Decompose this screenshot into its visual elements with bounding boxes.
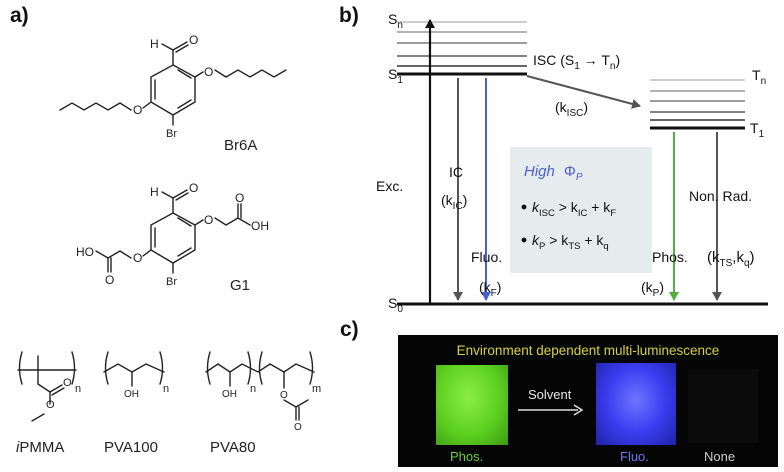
singlet-upper-levels <box>397 21 527 67</box>
sample-fluo-label: Fluo. <box>620 449 649 464</box>
level-t1-label: T1 <box>750 120 765 140</box>
br6a-br: Br <box>166 128 177 140</box>
pva80-name: PVA80 <box>210 439 256 456</box>
g1-carbonyl-o-right: O <box>235 191 244 205</box>
g1-name: G1 <box>230 277 250 294</box>
br6a-structure <box>59 41 287 126</box>
g1-acid-oh: OH <box>251 219 269 233</box>
k-ic-label: (kIC) <box>441 192 467 212</box>
pva100-structure <box>103 351 165 387</box>
panel-b-label: b) <box>339 4 359 27</box>
solvent-arrow <box>518 404 584 416</box>
photo-title: Environment dependent multi-luminescence <box>456 343 720 358</box>
ipmma-repeat-n: n <box>75 383 81 395</box>
g1-aldehyde-o: O <box>189 181 198 195</box>
g1-structure <box>95 189 251 274</box>
sample-fluo <box>596 363 676 445</box>
br6a-ether-o-right: O <box>204 65 213 79</box>
ipmma-structure <box>17 351 77 422</box>
box-condition-2: kP > kTS + kq <box>532 232 609 252</box>
pva100-name: PVA100 <box>104 439 158 456</box>
luminescence-photo: Environment dependent multi-luminescence… <box>398 335 778 467</box>
br6a-ether-o-left: O <box>133 103 142 117</box>
sample-none-label: None <box>704 449 736 464</box>
phos-label: Phos. <box>652 249 688 265</box>
sample-phos <box>436 365 508 445</box>
panel-a-structures: H O O O Br Br6A H O O O OH O HO O Br G1 … <box>16 33 321 456</box>
pva100-oh: OH <box>124 389 139 400</box>
br6a-aldehyde-o: O <box>189 33 198 47</box>
ipmma-name: iPMMA <box>16 439 64 456</box>
ipmma-ester-o: O <box>46 399 55 411</box>
sample-phos-label: Phos. <box>450 449 484 464</box>
br6a-aldehyde-h: H <box>150 37 159 51</box>
box-bullet-1 <box>521 204 527 210</box>
pva100-repeat-n: n <box>163 383 169 395</box>
sample-none <box>688 369 758 443</box>
box-bullet-2 <box>521 237 527 243</box>
level-tn-label: Tn <box>752 67 766 87</box>
triplet-upper-levels <box>650 79 745 121</box>
g1-br: Br <box>166 276 177 288</box>
k-f-label: (kF) <box>479 279 501 299</box>
g1-ether-o-left: O <box>133 251 142 265</box>
nonrad-label: Non. Rad. <box>689 188 752 204</box>
pva80-repeat-m: m <box>312 383 321 395</box>
panel-c-label: c) <box>340 318 359 341</box>
isc-label: ISC (S1 → Tn) <box>533 52 620 72</box>
k-p-label: (kP) <box>641 279 664 299</box>
g1-acid-ho: HO <box>76 245 94 259</box>
level-sn-label: Sn <box>388 11 403 31</box>
level-s1-label: S1 <box>388 66 403 86</box>
solvent-label: Solvent <box>528 387 572 402</box>
pva80-carbonyl-o: O <box>294 422 302 433</box>
jablonski-diagram: Sn S1 Tn T1 S0 Exc. IC (kIC) Fluo. (kF) … <box>376 11 768 315</box>
level-s0-label: S0 <box>388 295 403 315</box>
condition-box <box>510 147 652 273</box>
ipmma-carbonyl-o: O <box>63 377 72 389</box>
g1-carbonyl-o-left: O <box>105 273 114 287</box>
pva80-repeat-n: n <box>250 383 256 395</box>
k-ts-q-label: (kTS,kq) <box>707 249 755 269</box>
box-condition-1: kISC > kIC + kF <box>532 199 616 219</box>
ic-label: IC <box>449 164 463 180</box>
g1-ether-o-right: O <box>204 213 213 227</box>
br6a-name: Br6A <box>224 137 257 154</box>
panel-a-label: a) <box>10 4 29 27</box>
k-isc-label: (kISC) <box>555 99 588 119</box>
isc-arrow <box>526 75 641 109</box>
pva80-structure <box>205 351 315 421</box>
exc-label: Exc. <box>376 178 403 194</box>
pva80-oh: OH <box>222 389 237 400</box>
pva80-ester-o: O <box>280 390 288 401</box>
g1-aldehyde-h: H <box>150 185 159 199</box>
fluo-label: Fluo. <box>471 249 502 265</box>
